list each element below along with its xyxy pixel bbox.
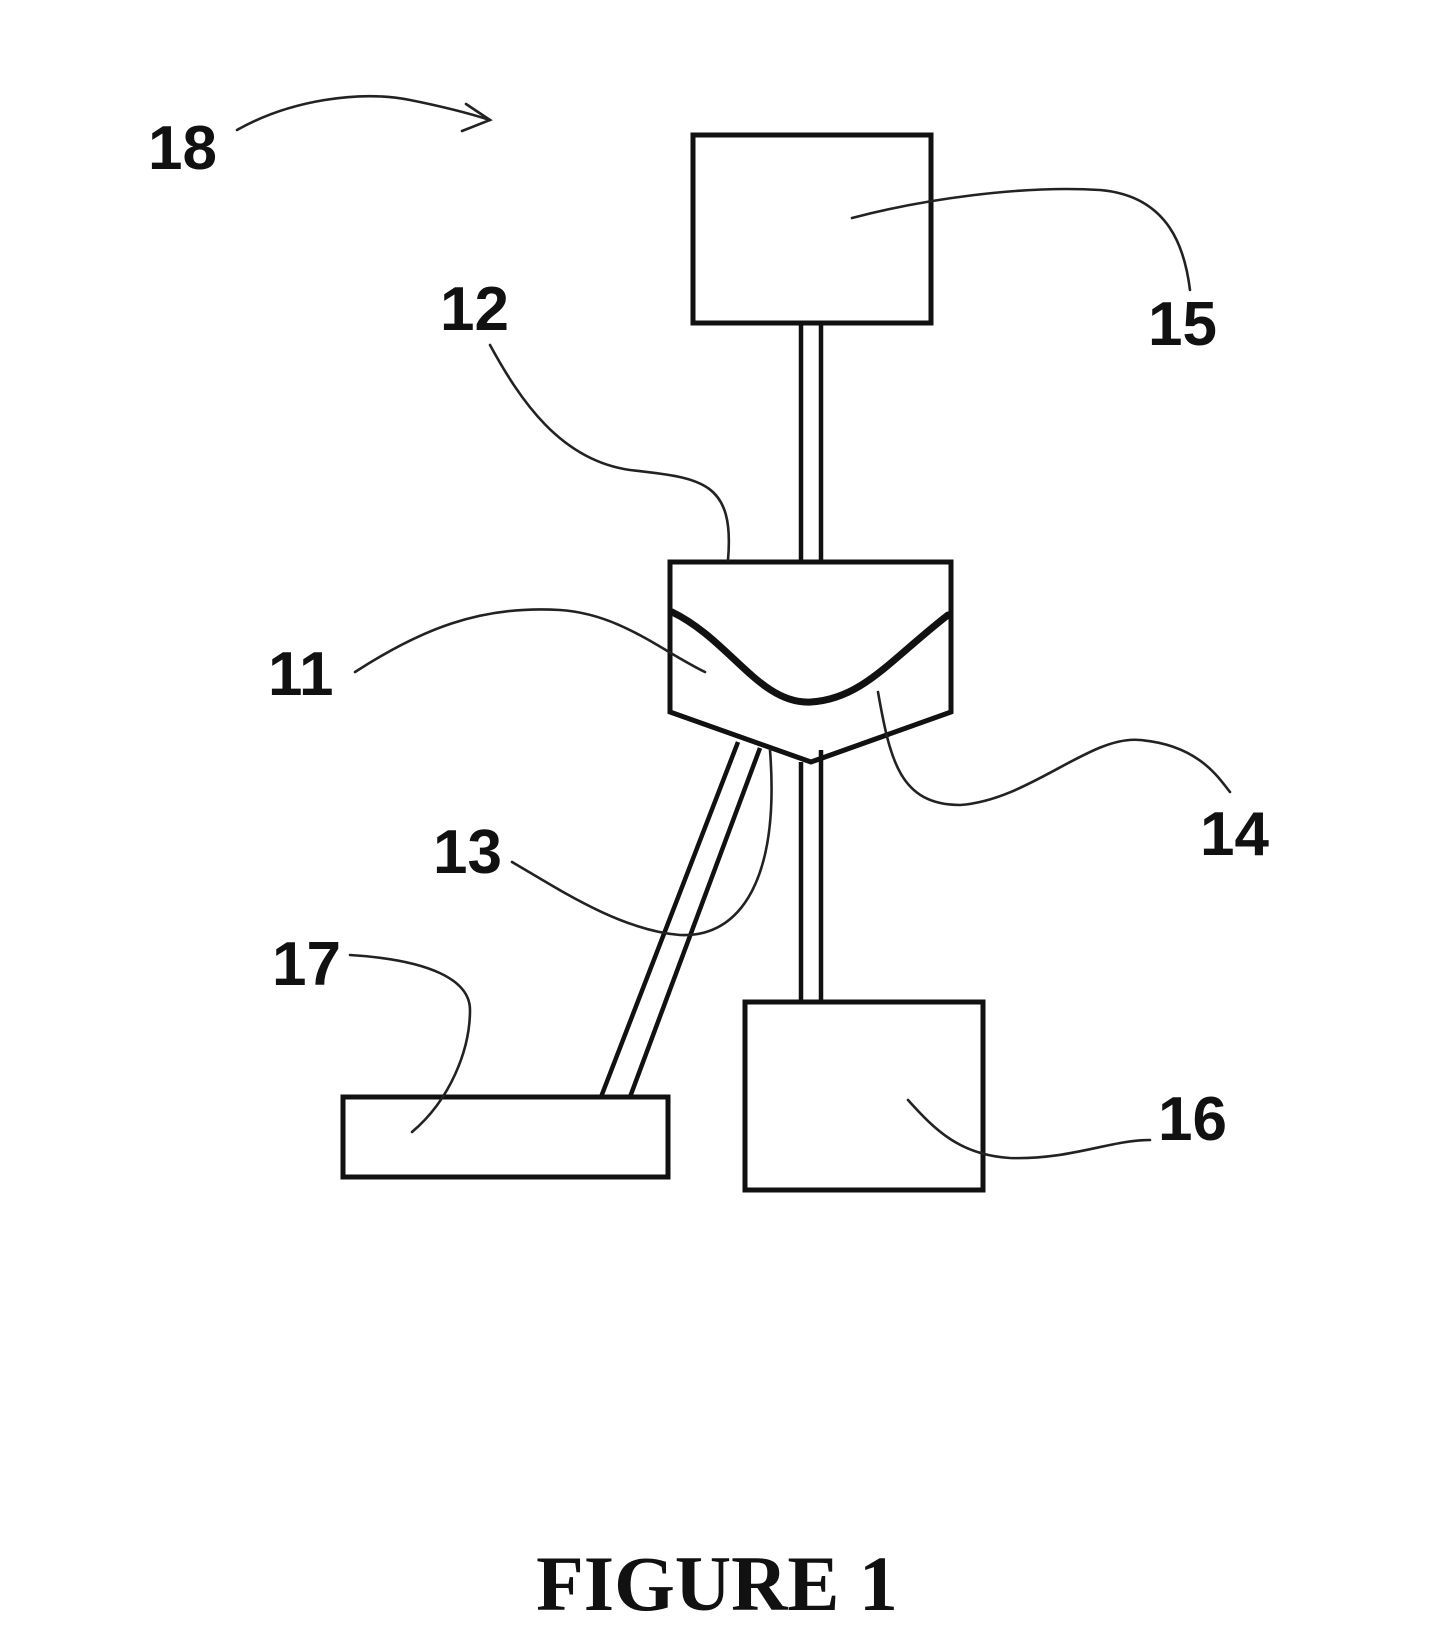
label-lower-unit: 16 (1158, 1085, 1227, 1154)
label-head: 12 (440, 275, 509, 344)
label-base-unit: 17 (272, 930, 341, 999)
assembly-arrowhead (462, 104, 490, 131)
fiber-line-inner (630, 748, 760, 1097)
label-upper-unit: 15 (1148, 290, 1217, 359)
assembly-arrow (237, 96, 490, 130)
figure-caption: FIGURE 1 (536, 1540, 898, 1627)
head-leader (490, 345, 729, 560)
lower-unit-box (745, 1002, 983, 1190)
label-reflector: 14 (1200, 800, 1269, 869)
upper-unit-box (693, 135, 931, 323)
label-assembly: 18 (148, 114, 217, 183)
fiber-leader (512, 750, 772, 935)
label-fiber: 13 (433, 818, 502, 887)
label-cavity: 11 (268, 640, 334, 709)
cavity-leader (355, 609, 705, 672)
base-unit-box (343, 1097, 668, 1177)
head-housing (670, 562, 951, 762)
